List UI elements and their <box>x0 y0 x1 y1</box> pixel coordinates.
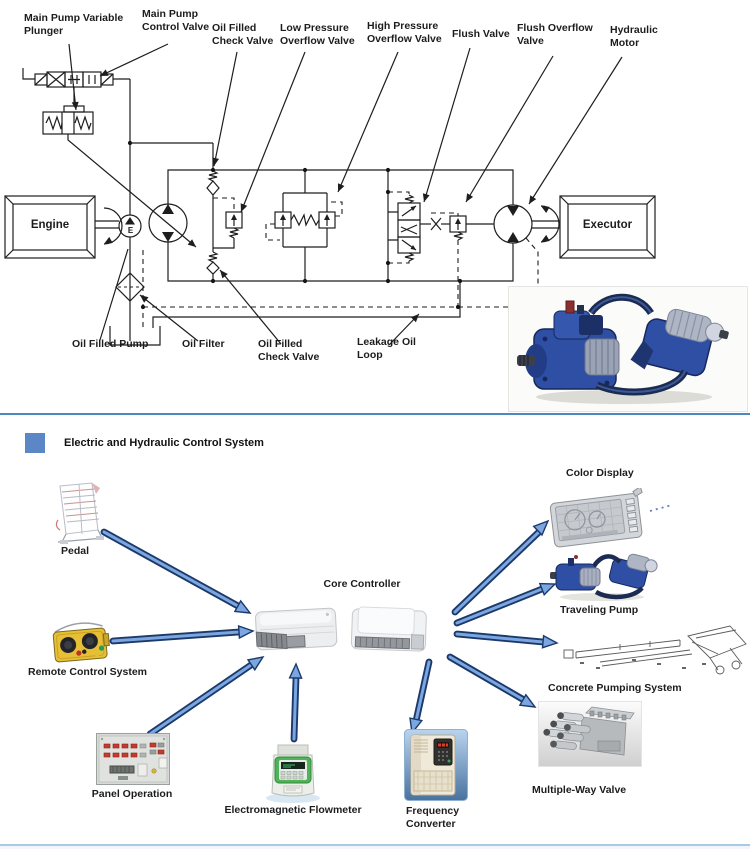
section-divider <box>0 413 750 415</box>
label-electromagnetic-flowmeter: Electromagnetic Flowmeter <box>224 804 362 816</box>
photo-left-pump <box>517 300 620 390</box>
label-concrete-pumping-system: Concrete Pumping System <box>548 682 682 694</box>
label-oil-filled-check-valve-top: Oil Filled Check Valve <box>212 22 274 47</box>
label-charge-pump-e: E <box>127 226 134 235</box>
flush-valve-symbol <box>387 170 421 281</box>
label-pedal: Pedal <box>60 545 89 557</box>
photo-right-motor <box>630 308 729 377</box>
ecu-controller-modules-icon <box>255 606 427 652</box>
label-main-pump-control-valve: Main Pump Control Valve <box>142 8 210 33</box>
label-panel-operation: Panel Operation <box>91 788 173 800</box>
engine-shaft <box>95 207 123 245</box>
hydraulic-pump-and-motor-photo <box>517 293 729 404</box>
control-panel-icon <box>96 733 170 785</box>
junction-dots <box>127 140 463 310</box>
arrow-pedal-to-core <box>100 528 252 614</box>
main-pump-variable-plunger-symbol <box>42 105 94 135</box>
label-flush-valve: Flush Valve <box>452 28 510 40</box>
section-bullet <box>25 433 45 453</box>
valve-spools <box>543 712 591 750</box>
arrow-core-to-concrete-pumping <box>453 630 559 649</box>
flow-arrows <box>100 504 673 743</box>
remote-control-icon <box>52 622 110 663</box>
label-low-pressure-overflow-valve: Low Pressure Overflow Valve <box>280 22 355 47</box>
ecu-left <box>255 607 338 651</box>
hydraulic-pump-photo <box>508 286 748 412</box>
flowmeter-icon <box>266 744 320 803</box>
arrow-flowmeter-to-core <box>288 662 303 743</box>
arrow-core-to-color-display <box>451 519 550 616</box>
section-title: Electric and Hydraulic Control System <box>64 437 264 449</box>
arrow-remote-to-core <box>109 624 255 645</box>
main-pump-control-valve-symbol <box>22 68 214 215</box>
display-monitor-icon <box>549 488 643 548</box>
pumping-system-drawing-icon <box>563 625 747 675</box>
arrow-core-to-traveling-pump <box>453 582 557 627</box>
label-traveling-pump: Traveling Pump <box>560 604 639 616</box>
label-high-pressure-overflow-valve: High Pressure Overflow Valve <box>367 20 442 45</box>
hydraulic-pumps-icon <box>550 553 658 601</box>
label-flush-overflow-valve: Flush Overflow Valve <box>517 22 593 47</box>
flush-overflow-valve-symbol <box>420 212 494 307</box>
label-core-controller: Core Controller <box>323 578 401 590</box>
main-pump-symbol <box>67 134 197 248</box>
arrow-core-to-multiway-valve <box>446 653 537 708</box>
label-multiple-way-valve: Multiple-Way Valve <box>532 784 627 796</box>
pedal-sketch-icon <box>55 482 105 544</box>
executor-shaft <box>532 205 560 243</box>
arrow-core-to-frequency-converter <box>409 658 433 735</box>
label-oil-filled-check-valve-bottom: Oil Filled Check Valve <box>258 338 320 363</box>
label-frequency-converter: Frequency Converter <box>406 805 460 830</box>
frequency-converter-icon <box>404 729 468 801</box>
executor-box <box>559 195 656 259</box>
label-executor: Executor <box>582 219 633 231</box>
main-loop-lines <box>167 169 514 282</box>
label-main-pump-variable-plunger: Main Pump Variable Plunger <box>24 12 124 37</box>
ecu-right <box>350 606 427 652</box>
label-color-display: Color Display <box>566 467 634 479</box>
arrow-panel-to-core <box>146 656 265 738</box>
label-oil-filter: Oil Filter <box>182 338 225 350</box>
photo-hoses <box>588 293 689 396</box>
bottom-rule <box>0 844 750 849</box>
label-remote-control-system: Remote Control System <box>28 666 148 678</box>
low-pressure-overflow-valve-symbol <box>213 197 243 249</box>
high-pressure-overflow-valve-symbol <box>265 170 343 281</box>
valve-block-icon <box>538 701 642 767</box>
display-dotted-leader <box>649 504 673 512</box>
label-oil-filled-pump: Oil Filled Pump <box>72 338 149 350</box>
leader-lines <box>68 43 623 346</box>
label-leakage-oil-loop: Leakage Oil Loop <box>357 336 416 361</box>
panel-buttons <box>103 742 165 758</box>
oil-filter-and-tank <box>109 237 540 346</box>
label-engine: Engine <box>30 219 70 231</box>
label-hydraulic-motor: Hydraulic Motor <box>610 24 658 49</box>
oil-filled-check-valves <box>206 170 220 281</box>
engine-box <box>4 195 96 259</box>
